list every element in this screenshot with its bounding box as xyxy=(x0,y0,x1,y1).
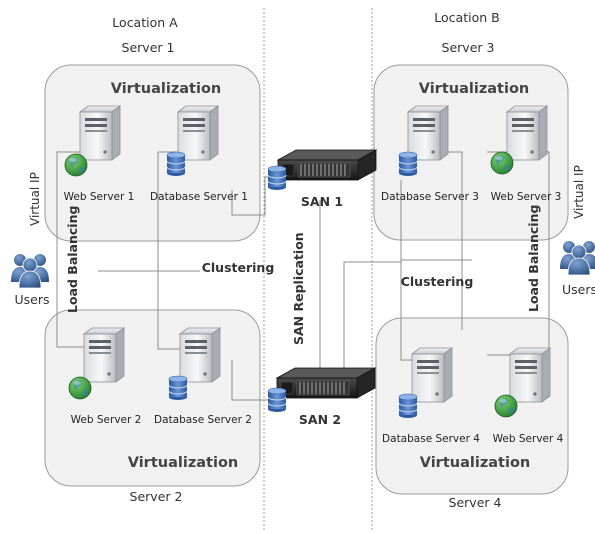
web-server-4-icon xyxy=(509,347,551,403)
san-1-label: SAN 1 xyxy=(301,194,343,209)
users-icon xyxy=(10,253,50,289)
database-icon xyxy=(267,165,287,191)
virtualization-title-2: Virtualization xyxy=(128,455,238,471)
web-server-3-icon xyxy=(506,105,548,161)
database-icon xyxy=(168,375,188,401)
database-icon xyxy=(166,151,186,177)
database-icon xyxy=(398,393,418,419)
database-server-3-label: Database Server 3 xyxy=(381,191,479,203)
server-4-label: Server 4 xyxy=(449,495,502,510)
web-server-1-icon xyxy=(79,105,121,161)
web-server-1-label: Web Server 1 xyxy=(64,191,135,203)
clustering-label-b: Clustering xyxy=(401,274,474,289)
clustering-label-a: Clustering xyxy=(202,260,275,275)
san-2-label: SAN 2 xyxy=(299,412,341,427)
database-server-4-label: Database Server 4 xyxy=(382,433,480,445)
web-server-2-label: Web Server 2 xyxy=(71,414,142,426)
database-server-1-icon xyxy=(177,105,219,161)
database-server-2-icon xyxy=(179,327,221,383)
virtual-ip-label-a: Virtual IP xyxy=(28,172,42,226)
database-icon xyxy=(267,387,287,413)
database-server-4-icon xyxy=(411,347,453,403)
web-server-2-icon xyxy=(83,327,125,383)
san-1-icon xyxy=(277,149,377,181)
load-balancing-label-a: Load Balancing xyxy=(65,206,80,313)
database-icon xyxy=(398,151,418,177)
virtualization-title-4: Virtualization xyxy=(420,455,530,471)
database-server-2-label: Database Server 2 xyxy=(154,414,252,426)
location-a-label: Location A xyxy=(112,15,178,30)
web-server-3-label: Web Server 3 xyxy=(491,191,562,203)
virtualization-title-1: Virtualization xyxy=(111,81,221,97)
globe-icon xyxy=(490,151,514,175)
virtual-ip-label-b: Virtual IP xyxy=(572,165,586,219)
web-server-4-label: Web Server 4 xyxy=(493,433,564,445)
globe-icon xyxy=(494,394,518,418)
location-b-label: Location B xyxy=(434,10,499,25)
globe-icon xyxy=(68,376,92,400)
globe-icon xyxy=(64,153,88,177)
users-icon xyxy=(559,240,595,276)
users-label-a: Users xyxy=(14,292,49,307)
virtualization-title-3: Virtualization xyxy=(419,81,529,97)
server-3-label: Server 3 xyxy=(442,40,495,55)
database-server-1-label: Database Server 1 xyxy=(150,191,248,203)
database-server-3-icon xyxy=(407,105,449,161)
users-label-b: Users xyxy=(562,282,595,297)
san-replication-label: SAN Replication xyxy=(291,232,306,345)
server-1-label: Server 1 xyxy=(122,40,175,55)
server-2-label: Server 2 xyxy=(130,489,183,504)
san-2-icon xyxy=(276,367,376,399)
load-balancing-label-b: Load Balancing xyxy=(526,205,541,312)
